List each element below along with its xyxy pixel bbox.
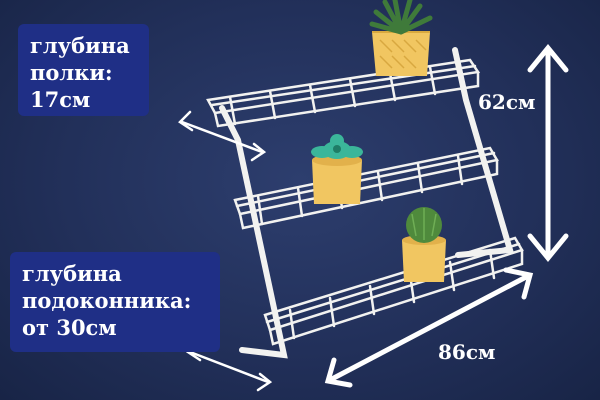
height-arrow bbox=[527, 44, 569, 262]
wire-shelf-rack bbox=[206, 47, 524, 359]
sill-depth-label: глубина подоконника: от 30см bbox=[10, 252, 220, 352]
height-dimension: 62см bbox=[478, 90, 536, 114]
shelf-depth-label: глубина полки: 17см bbox=[18, 24, 149, 116]
shelf-depth-line-3: 17см bbox=[30, 87, 91, 112]
sill-depth-line-1: глубина bbox=[22, 261, 122, 286]
width-arrow bbox=[324, 267, 534, 388]
sill-depth-line-2: подоконника: bbox=[22, 288, 192, 313]
succulent-pot-middle bbox=[311, 134, 363, 204]
cactus-pot-bottom bbox=[402, 207, 446, 282]
shelf-depth-line-1: глубина bbox=[30, 33, 130, 58]
shelf-depth-arrow bbox=[178, 110, 267, 162]
sill-depth-line-3: от 30см bbox=[22, 315, 117, 340]
succulent-pot-top bbox=[369, 0, 433, 76]
shelf-middle bbox=[233, 146, 499, 230]
shelf-depth-line-2: полки: bbox=[30, 60, 113, 85]
width-dimension: 86см bbox=[438, 340, 496, 364]
shelf-top bbox=[206, 58, 481, 128]
shelf-bottom bbox=[263, 236, 524, 346]
